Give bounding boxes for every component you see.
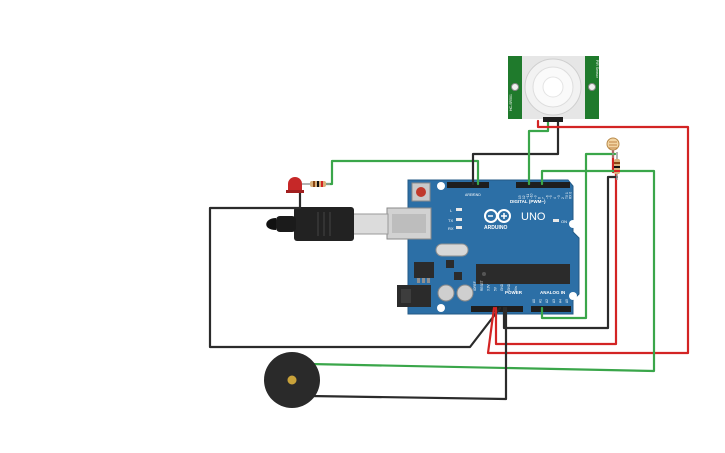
voltage-regulator [414, 262, 434, 278]
pin-label: A1 [539, 299, 543, 303]
capacitor [437, 284, 455, 302]
atmega-chip [476, 264, 570, 284]
pin-label: 7 [541, 197, 545, 199]
aref-label: AREF [465, 193, 474, 197]
wire-pir-gnd[interactable] [471, 119, 560, 186]
capacitor [456, 284, 474, 302]
pin-label: RESET [480, 280, 484, 291]
pir-sensor[interactable]: HC-SR501 PIR Sensor [508, 56, 599, 122]
photoresistor[interactable] [606, 137, 620, 158]
pin-label: A0 [532, 299, 536, 303]
wire-buzzer-gnd[interactable] [308, 306, 508, 401]
led-resistor[interactable] [302, 181, 330, 187]
usb-b-port[interactable] [386, 207, 432, 240]
on-led [553, 219, 559, 222]
pin-label: A5 [565, 299, 569, 303]
gnd-label: GND [473, 193, 481, 197]
pin-label: ~9 [534, 195, 538, 199]
pin-label: 5V [493, 286, 497, 291]
wire-buzzer-signal[interactable] [308, 169, 656, 373]
usb-cable[interactable] [266, 207, 389, 241]
pin-label: A2 [545, 299, 549, 303]
pin-label: Vin [514, 286, 518, 291]
pin-label: 8 [538, 197, 542, 199]
pin-label: 13 [518, 195, 522, 199]
wire-led-gnd[interactable] [208, 190, 502, 349]
model-label: UNO [521, 211, 546, 223]
reset-button[interactable] [411, 182, 431, 202]
rx-led [456, 226, 462, 229]
pin-label: 4 [553, 197, 557, 199]
smd-chip [446, 260, 454, 268]
pir-pot-right[interactable] [588, 83, 596, 91]
digital-header-label: DIGITAL (PWM~) [510, 199, 546, 204]
pin-label: GND [507, 283, 511, 291]
pir-left-text: HC-SR501 [509, 94, 513, 111]
pin-label: IOREF [473, 281, 477, 291]
digital-header-left[interactable] [447, 182, 489, 188]
power-header-label: POWER [505, 290, 523, 295]
pin-label: ~5 [549, 195, 553, 199]
red-led[interactable] [286, 177, 304, 193]
l-label: L [450, 208, 453, 213]
brand-label: ARDUINO [484, 225, 507, 231]
tx-label: TX [448, 218, 453, 223]
pin-label: TX 1 [565, 192, 569, 199]
wire-ldr-signal[interactable] [540, 152, 617, 320]
pin-label: A3 [552, 299, 556, 303]
wire-pir-out[interactable] [527, 119, 550, 186]
analog-header-label: ANALOG IN [540, 290, 565, 295]
wire-ldr-gnd[interactable] [502, 175, 619, 330]
wire-ldr-vcc[interactable] [494, 148, 618, 346]
tx-led [456, 218, 462, 221]
pin-label: A4 [558, 299, 562, 303]
pin-label: 2 [561, 197, 565, 199]
pin-label: GND [500, 283, 504, 291]
mounting-hole [569, 220, 577, 228]
pir-pot-left[interactable] [511, 83, 519, 91]
mounting-hole [437, 182, 445, 190]
on-label: ON [561, 219, 567, 224]
pir-right-text: PIR Sensor [595, 60, 599, 79]
mounting-hole [437, 304, 445, 312]
mounting-hole [569, 292, 577, 300]
l-led [456, 208, 462, 211]
wires [208, 119, 690, 401]
smd-chip [454, 272, 462, 280]
piezo-buzzer[interactable] [264, 352, 320, 408]
pin-label: RX 0 [569, 192, 573, 199]
dc-power-jack[interactable] [397, 285, 431, 307]
ldr-resistor[interactable] [614, 152, 620, 180]
wire-pir-vcc[interactable] [486, 119, 690, 355]
crystal-oscillator [435, 243, 469, 257]
digital-header-right[interactable] [516, 182, 570, 188]
analog-header[interactable] [531, 306, 571, 312]
pin-label: ~10 [530, 193, 534, 199]
rx-label: RX [448, 226, 454, 231]
pin-label: ~6 [545, 195, 549, 199]
arduino-logo-icon [484, 209, 511, 223]
pin-label: ~3 [557, 195, 561, 199]
pir-pin-header [543, 117, 563, 122]
pin-label: 12 [522, 195, 526, 199]
pin-label: 3.3V [487, 284, 491, 291]
pin-label: ~11 [526, 194, 530, 199]
arduino-uno-board[interactable]: L TX RX ON ARDUINO UNO DIGITAL (PWM~) PO… [386, 179, 580, 315]
